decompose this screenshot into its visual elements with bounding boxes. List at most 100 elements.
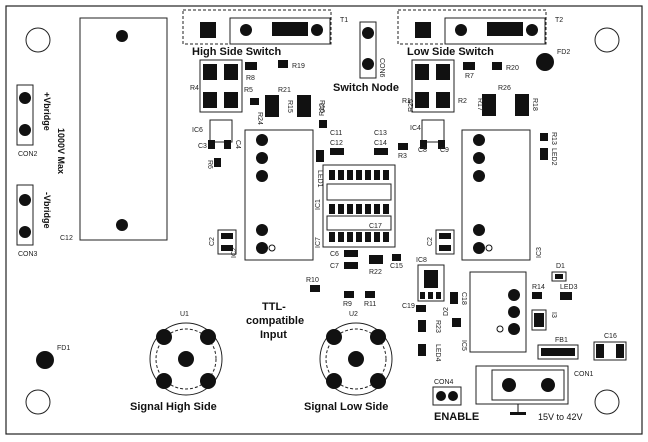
- r2-pad-top: [436, 64, 450, 80]
- ic2-pin-2: [256, 152, 268, 164]
- mounting-hole-bottom-left: [25, 389, 51, 415]
- label-r4: R4: [190, 85, 199, 92]
- label-r7: R7: [465, 73, 474, 80]
- label-c7: C7: [330, 263, 339, 270]
- label-c11: C11: [330, 130, 342, 137]
- connector-con3: [16, 184, 34, 246]
- label-led4: LED4: [434, 344, 441, 362]
- c14-part: [374, 148, 388, 155]
- fiducial-fd1: [36, 351, 54, 369]
- r16-part: [297, 95, 311, 117]
- label-max-voltage: 1000V Max: [56, 128, 66, 174]
- ic3-pin-4: [473, 224, 485, 236]
- con4-outline: [432, 386, 462, 406]
- t2-body: [444, 17, 546, 45]
- t1-pad-mid: [272, 22, 308, 36]
- r12-part: [319, 120, 327, 128]
- connector-con2: [16, 84, 34, 146]
- r23-part: [418, 320, 426, 332]
- label-ic5: IC5: [460, 340, 467, 351]
- ic1-body: [326, 183, 392, 201]
- c6-part: [344, 250, 358, 257]
- con1-outline: [475, 365, 569, 405]
- u2-pins: [326, 329, 386, 389]
- ic3-pin-1: [473, 134, 485, 146]
- ic4-outline: [421, 119, 445, 143]
- r14-part: [532, 292, 542, 299]
- t2-pad-left: [415, 22, 431, 38]
- module-ic2: [244, 129, 314, 261]
- u2-outline-inner: [325, 328, 387, 390]
- label-r2: R2: [458, 98, 467, 105]
- fiducial-fd2: [536, 53, 554, 71]
- r17-part: [482, 94, 496, 116]
- ic2-pin-3: [256, 170, 268, 182]
- t1-body: [229, 17, 331, 45]
- ic6-outline: [209, 119, 233, 143]
- label-c4a: C4: [234, 140, 241, 149]
- c18-part: [450, 292, 458, 304]
- label-r19: R19: [292, 63, 305, 70]
- u1-pins: [156, 329, 216, 389]
- label-r3: R3: [398, 153, 407, 160]
- r19-pad: [278, 60, 288, 68]
- ic3-pin-2: [473, 152, 485, 164]
- label-r18: R18: [531, 98, 538, 111]
- r5-pad-top: [224, 64, 238, 80]
- label-d1: D1: [556, 263, 565, 270]
- ic2-pin-1: [256, 134, 268, 146]
- i3-outline: [531, 309, 547, 331]
- r9-part: [344, 291, 354, 298]
- fb1-body: [541, 348, 575, 356]
- i3-body: [534, 313, 544, 327]
- label-c12-large: C12: [60, 235, 73, 242]
- label-c15: C15: [390, 263, 403, 270]
- label-supply: 15V to 42V: [538, 412, 583, 422]
- d1-body: [555, 274, 563, 279]
- r1-r2-outline: [411, 59, 455, 113]
- r18-part: [515, 94, 529, 116]
- label-r20: R20: [506, 65, 519, 72]
- con4-pin-1: [436, 391, 446, 401]
- title-signal-low: Signal Low Side: [304, 401, 388, 413]
- label-fd1: FD1: [57, 345, 70, 352]
- label-con6: CON6: [378, 58, 385, 78]
- label-ic4: IC4: [410, 125, 421, 132]
- label-con1: CON1: [574, 371, 594, 378]
- title-low-side-switch: Low Side Switch: [407, 46, 494, 58]
- label-c8: C8: [418, 147, 427, 154]
- label-d2: D2: [443, 307, 450, 316]
- r13-part: [540, 133, 548, 141]
- r6-part: [214, 158, 221, 167]
- label-vbridge-plus: +Vbridge: [42, 92, 52, 131]
- label-r6: R6: [206, 160, 213, 169]
- c16-pad-2: [616, 344, 624, 358]
- ic3-pin-marker: [485, 244, 493, 252]
- c3a-part: [208, 140, 215, 149]
- label-u1: U1: [180, 311, 189, 318]
- label-t2: T2: [555, 17, 563, 24]
- capacitor-c12-pad-bottom: [116, 219, 128, 231]
- r1-pad-top: [415, 64, 429, 80]
- ic8-pin-1: [420, 292, 425, 299]
- ic2-pin-5: [256, 242, 268, 254]
- label-t1: T1: [340, 17, 348, 24]
- label-r12: R12: [319, 103, 326, 116]
- ground-symbol: [510, 412, 526, 415]
- ic5-pin-1: [508, 289, 520, 301]
- label-c13: C13: [374, 130, 387, 137]
- ic3-pin-3: [473, 170, 485, 182]
- u1-outline-inner: [155, 328, 217, 390]
- label-r14: R14: [532, 284, 545, 291]
- ic8-pin-3: [436, 292, 441, 299]
- mounting-hole-bottom-right: [594, 389, 620, 415]
- con1-pin-2: [541, 378, 555, 392]
- label-r11: R11: [364, 301, 376, 308]
- r7-pad: [463, 62, 475, 70]
- r8-pad: [245, 62, 257, 70]
- r10-part: [310, 285, 320, 292]
- label-c2a: C2: [209, 237, 216, 246]
- label-r8: R8: [246, 75, 255, 82]
